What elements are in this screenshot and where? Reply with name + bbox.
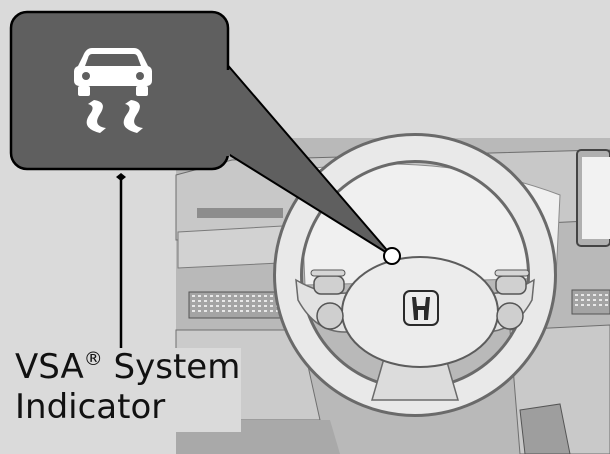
caption-box: VSA® System Indicator bbox=[7, 348, 241, 432]
honda-h-logo bbox=[403, 290, 439, 326]
caption-line-2: Indicator bbox=[15, 387, 166, 427]
callout-seam bbox=[180, 70, 230, 156]
pedal bbox=[519, 403, 571, 454]
caption-line-1: VSA® System bbox=[15, 348, 240, 386]
registered-mark: ® bbox=[83, 348, 103, 370]
left-spoke-switches bbox=[310, 269, 346, 330]
right-spoke-switches bbox=[494, 269, 530, 330]
right-vent-grille bbox=[571, 289, 610, 315]
indicator-location-marker bbox=[383, 247, 401, 265]
dashboard-drawing bbox=[175, 133, 610, 454]
steering-wheel bbox=[273, 133, 557, 417]
vsa-skid-car-icon bbox=[74, 48, 152, 133]
left-vent-grille bbox=[188, 291, 285, 319]
center-display-screen bbox=[582, 157, 610, 239]
upper-left-vent bbox=[197, 208, 283, 218]
caption-vsa-text: VSA bbox=[15, 347, 84, 387]
caption-system-text: System bbox=[102, 347, 241, 387]
